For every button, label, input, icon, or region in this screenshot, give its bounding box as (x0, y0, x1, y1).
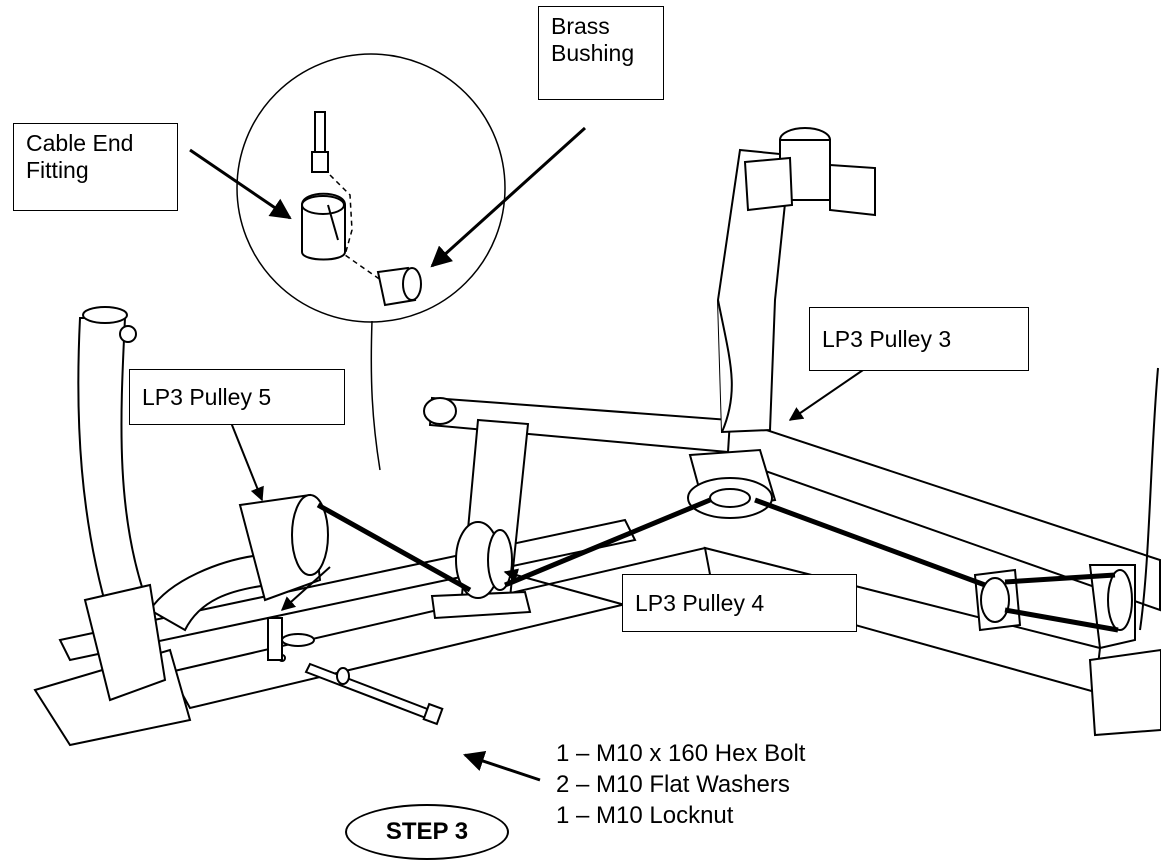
arrow-cable-end-fitting (189, 148, 292, 220)
hex-bolt (304, 662, 432, 720)
stud (267, 617, 283, 661)
step-badge: STEP 3 (345, 804, 509, 860)
parts-list-item: 1 – M10 x 160 Hex Bolt (556, 740, 806, 767)
label-cable-end-fitting: Cable End Fitting (13, 123, 178, 211)
label-brass-bushing: Brass Bushing (538, 6, 664, 100)
parts-list-item: 1 – M10 Locknut (556, 802, 734, 829)
parts-list-item: 2 – M10 Flat Washers (556, 771, 790, 798)
left-handle-knob (119, 325, 137, 343)
right-foot-plate (1088, 648, 1161, 737)
cable (316, 497, 1119, 633)
label-pulley-3: LP3 Pulley 3 (809, 307, 1029, 371)
label-pulley-5: LP3 Pulley 5 (129, 369, 345, 425)
arrow-pulley-3 (788, 367, 867, 421)
hardware (267, 617, 444, 726)
right-pulley-wheel (980, 577, 1010, 623)
parts-list: 1 – M10 x 160 Hex Bolt 2 – M10 Flat Wash… (556, 738, 805, 831)
frame (33, 127, 1161, 747)
seat-tube-end (423, 397, 457, 425)
pulleys (238, 448, 1133, 632)
hex-bolt-head (422, 702, 444, 726)
center-base-plate (430, 590, 532, 620)
leader-arrows (189, 126, 867, 782)
arrow-pulley-4 (503, 568, 626, 606)
pulley-5-wheel (291, 494, 329, 576)
upright-bracket (743, 156, 794, 212)
arrow-hardware (463, 751, 541, 782)
left-handle-cap (82, 306, 128, 324)
arrow-stud (280, 566, 331, 611)
arrow-brass-bushing (430, 126, 587, 268)
flat-washer (336, 667, 350, 685)
upright-arm (829, 163, 876, 217)
label-pulley-4: LP3 Pulley 4 (622, 574, 857, 632)
end-pulley-wheel (1107, 569, 1133, 631)
left-handle-tube (77, 317, 152, 622)
left-side-plate (83, 583, 167, 702)
arrow-pulley-5 (229, 419, 264, 502)
